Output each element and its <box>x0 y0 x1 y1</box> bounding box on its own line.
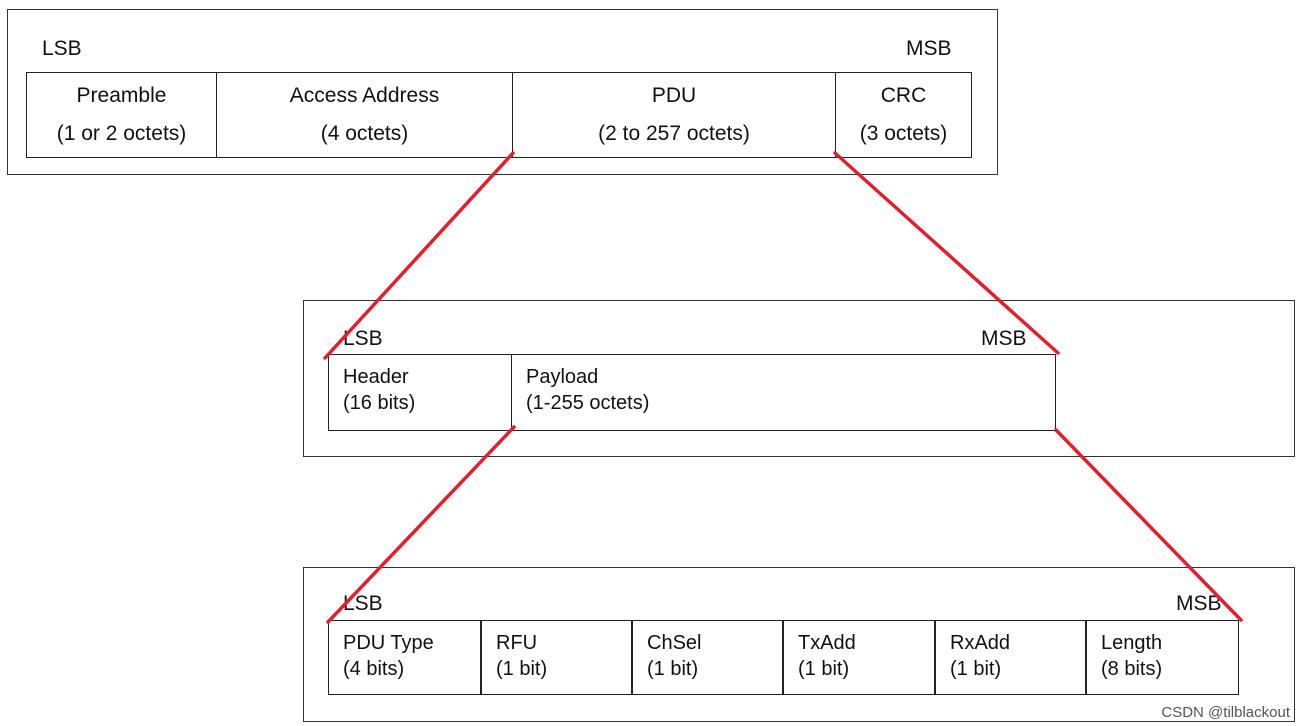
header-field-row: PDU Type (4 bits) RFU (1 bit) ChSel (1 b… <box>328 620 1239 695</box>
header-msb-label: MSB <box>1176 592 1222 615</box>
packet-field-row: Preamble (1 or 2 octets) Access Address … <box>26 72 972 158</box>
field-crc-name: CRC <box>880 84 927 107</box>
field-rxadd-size: (1 bit) <box>950 658 1002 680</box>
packet-msb-label: MSB <box>906 37 952 60</box>
field-header: Header (16 bits) <box>329 355 512 430</box>
pdu-field-row: Header (16 bits) Payload (1-255 octets) <box>328 354 1056 431</box>
field-pdu-name: PDU <box>651 84 697 107</box>
field-length-name: Length <box>1101 632 1163 654</box>
field-txadd-size: (1 bit) <box>798 658 850 680</box>
field-header-name: Header <box>343 366 409 388</box>
pdu-lsb-label: LSB <box>343 327 383 350</box>
field-length: Length (8 bits) <box>1087 621 1238 694</box>
field-access-address-size: (4 octets) <box>320 122 409 145</box>
header-lsb-label: LSB <box>343 592 383 615</box>
field-rfu: RFU (1 bit) <box>482 621 633 694</box>
field-length-size: (8 bits) <box>1101 658 1163 680</box>
field-crc-size: (3 octets) <box>859 122 948 145</box>
field-rxadd-name: RxAdd <box>950 632 1011 654</box>
field-chsel: ChSel (1 bit) <box>633 621 784 694</box>
watermark-text: CSDN @tilblackout <box>1161 704 1290 721</box>
packet-panel: LSB MSB <box>7 9 998 175</box>
field-payload: Payload (1-255 octets) <box>512 355 1055 430</box>
field-txadd: TxAdd (1 bit) <box>784 621 936 694</box>
field-chsel-name: ChSel <box>647 632 702 654</box>
field-pdu-type-name: PDU Type <box>343 632 434 654</box>
field-chsel-size: (1 bit) <box>647 658 699 680</box>
field-access-address: Access Address (4 octets) <box>217 73 513 157</box>
field-pdu-type: PDU Type (4 bits) <box>329 621 482 694</box>
field-rfu-size: (1 bit) <box>496 658 548 680</box>
field-preamble-name: Preamble <box>76 84 167 107</box>
field-rfu-name: RFU <box>496 632 538 654</box>
field-txadd-name: TxAdd <box>798 632 856 654</box>
field-rxadd: RxAdd (1 bit) <box>936 621 1087 694</box>
packet-lsb-label: LSB <box>42 37 82 60</box>
field-crc: CRC (3 octets) <box>836 73 971 157</box>
field-pdu: PDU (2 to 257 octets) <box>513 73 836 157</box>
field-pdu-size: (2 to 257 octets) <box>598 122 750 145</box>
field-preamble: Preamble (1 or 2 octets) <box>27 73 217 157</box>
field-payload-name: Payload <box>526 366 599 388</box>
field-access-address-name: Access Address <box>289 84 440 107</box>
field-preamble-size: (1 or 2 octets) <box>56 122 187 145</box>
pdu-msb-label: MSB <box>981 327 1027 350</box>
field-pdu-type-size: (4 bits) <box>343 658 405 680</box>
field-header-size: (16 bits) <box>343 392 416 414</box>
field-payload-size: (1-255 octets) <box>526 392 650 414</box>
